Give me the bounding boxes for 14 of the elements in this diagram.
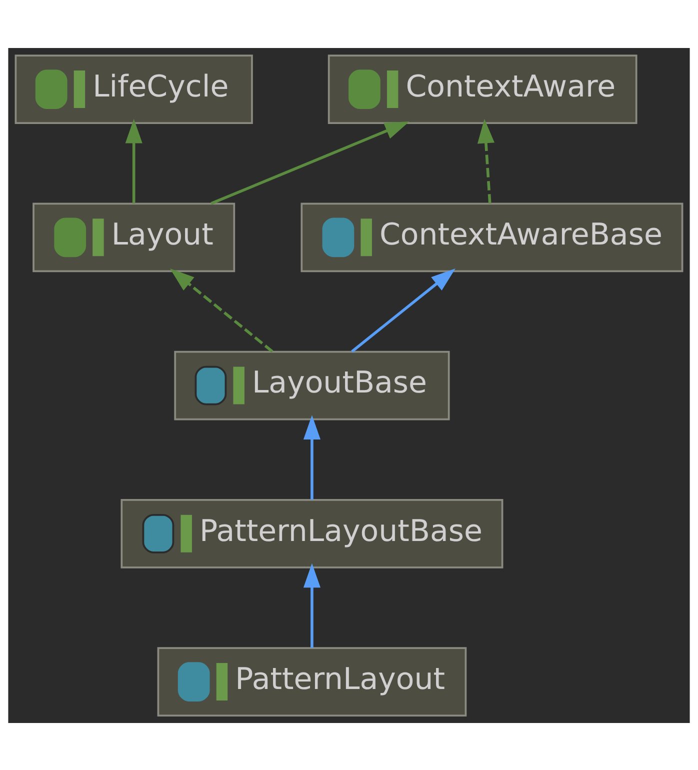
- arrow: [303, 414, 321, 500]
- arrow: [125, 118, 142, 203]
- node-box: LifeCycle: [14, 54, 253, 124]
- node-box: ContextAwareBase: [300, 202, 684, 272]
- node-box: PatternLayoutBase: [120, 498, 504, 568]
- node-box: LayoutBase: [174, 350, 450, 420]
- node-box: PatternLayout: [157, 646, 467, 716]
- arrow: [351, 268, 456, 352]
- node-box: Layout: [32, 202, 236, 272]
- arrow: [477, 118, 495, 204]
- arrow: [210, 120, 410, 204]
- node-box: ContextAware: [328, 54, 638, 124]
- arrow: [170, 268, 274, 352]
- arrow: [303, 562, 321, 648]
